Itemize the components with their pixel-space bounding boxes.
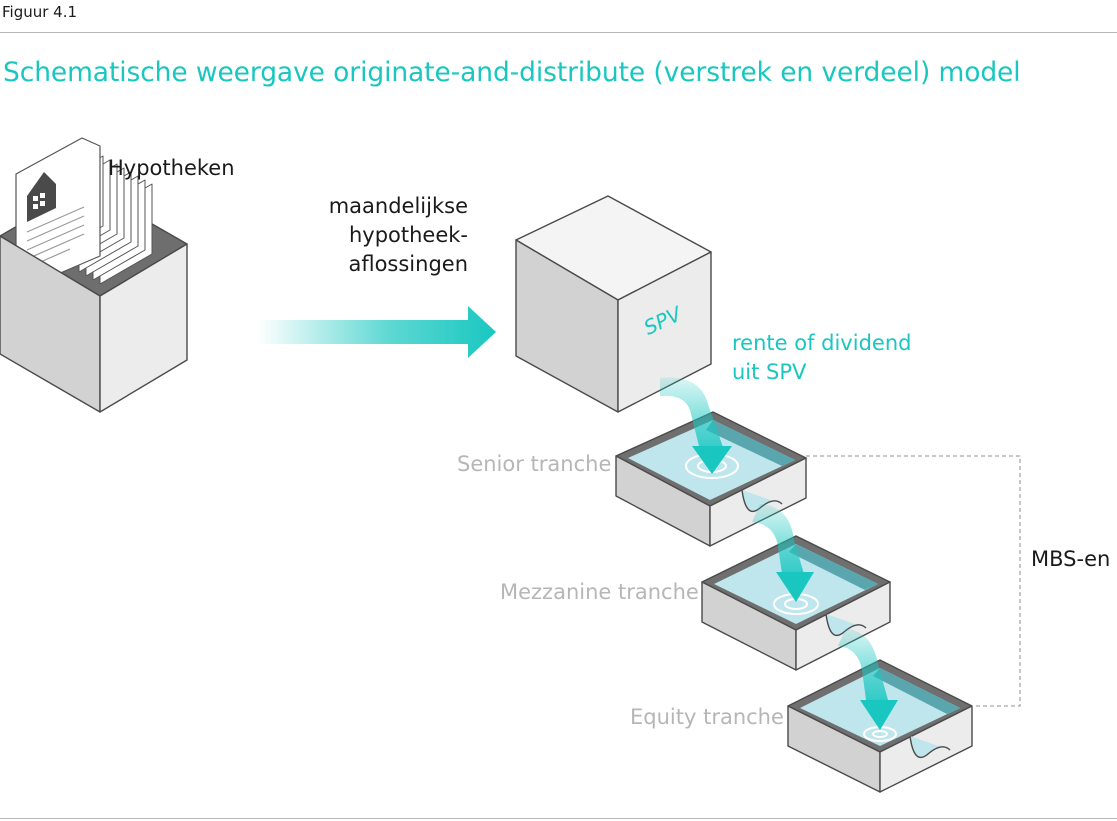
mortgages-label: Hypotheken: [108, 156, 235, 180]
mbs-bracket: [806, 455, 1021, 707]
flow-label-line-1: maandelijkse: [328, 194, 468, 218]
spv-cube: [515, 195, 712, 413]
flow-label-line-2: hypotheek-: [348, 223, 468, 247]
mezzanine-tranche-box: [701, 535, 891, 671]
mezzanine-tranche-label: Mezzanine tranche: [500, 580, 699, 604]
top-rule: [0, 32, 1117, 33]
senior-tranche-label: Senior tranche: [457, 452, 612, 476]
bottom-rule: [0, 818, 1117, 819]
figure-label: Figuur 4.1: [2, 3, 78, 21]
mbs-label: MBS-en: [1031, 547, 1111, 571]
payout-streams: [660, 377, 898, 730]
senior-tranche-box: [615, 411, 807, 547]
payout-label: rente of dividend uit SPV: [732, 329, 911, 387]
flow-arrow: [258, 306, 496, 358]
flow-label: maandelijkse hypotheek- aflossingen: [300, 192, 468, 279]
payout-label-line-2: uit SPV: [732, 360, 807, 384]
flow-label-line-3: aflossingen: [348, 252, 468, 276]
figure-title: Schematische weergave originate-and-dist…: [3, 57, 1021, 88]
mortgage-file-box: [0, 137, 188, 413]
payout-label-line-1: rente of dividend: [732, 331, 912, 355]
equity-tranche-label: Equity tranche: [630, 705, 784, 729]
